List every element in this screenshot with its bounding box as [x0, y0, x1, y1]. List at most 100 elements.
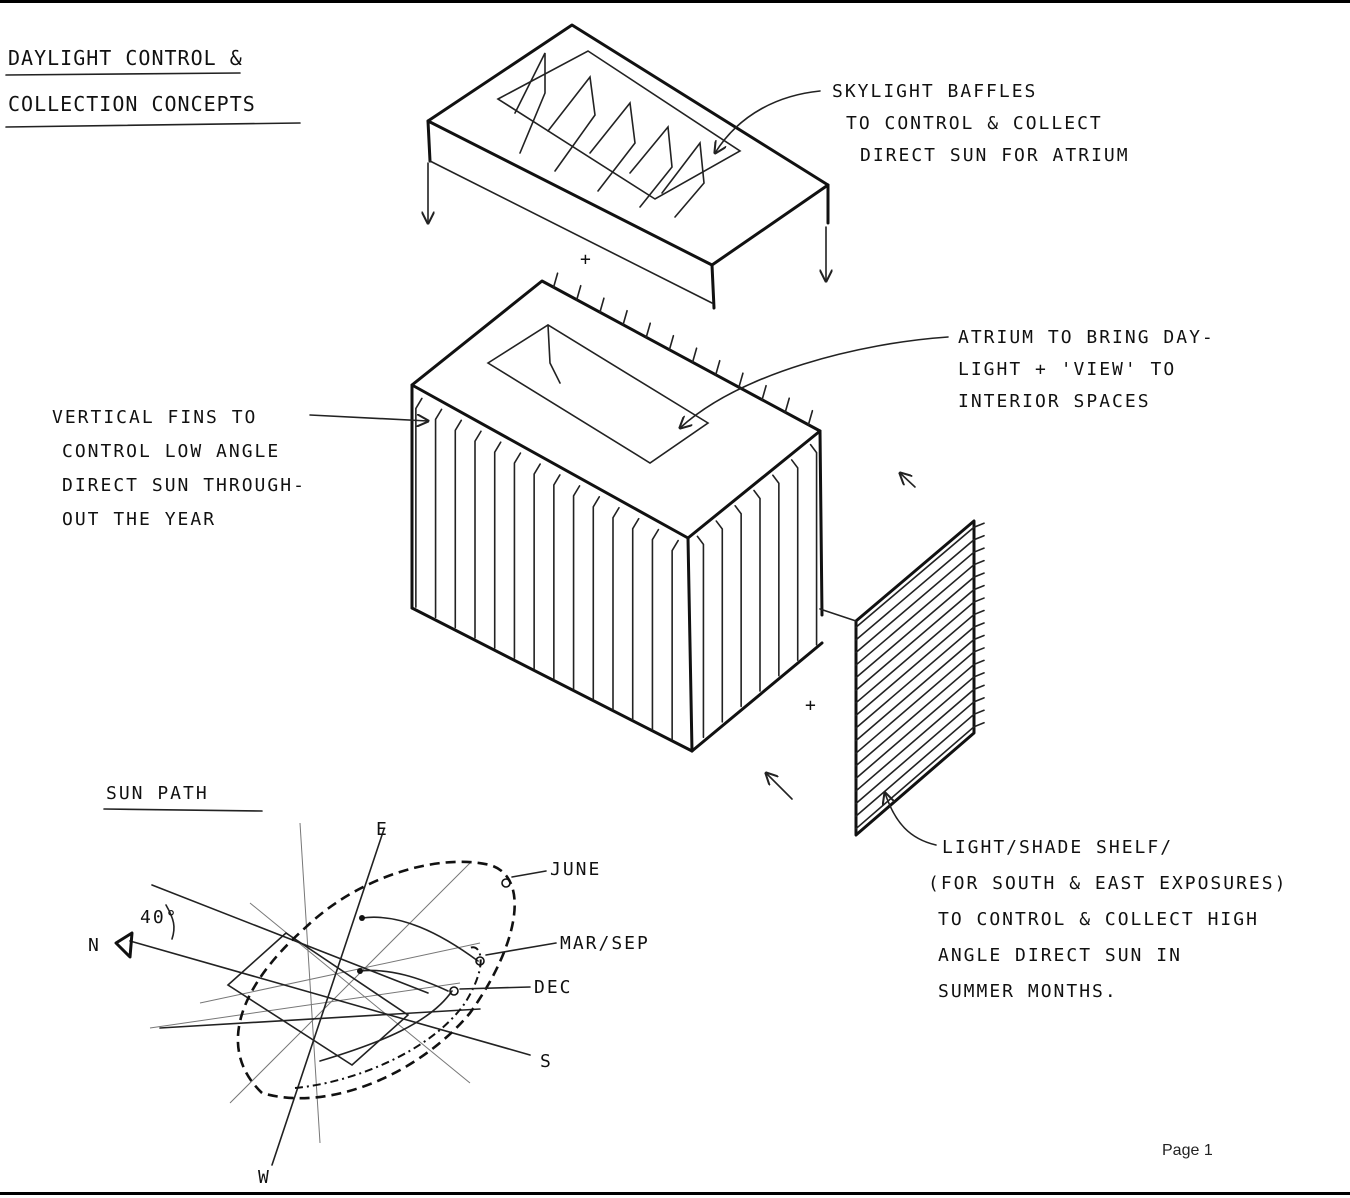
- title-block: DAYLIGHT CONTROL & COLLECTION CONCEPTS: [5, 46, 301, 128]
- shelf-label: LIGHT/SHADE SHELF/ (FOR SOUTH & EAST EXP…: [885, 793, 1287, 1002]
- dec-marker: [449, 986, 459, 996]
- solar-noon-point: [359, 915, 365, 921]
- fin: [454, 419, 463, 629]
- direction-east: E: [376, 819, 389, 840]
- atrium-label-line-1: ATRIUM TO BRING DAY-: [958, 327, 1215, 348]
- side-fin: [715, 520, 724, 723]
- skylight-label-line-3: DIRECT SUN FOR ATRIUM: [860, 145, 1130, 166]
- fin: [651, 528, 660, 731]
- side-fin: [809, 443, 818, 646]
- skylight-baffle-roof: [428, 23, 828, 310]
- solar-noon-point-low: [357, 968, 363, 974]
- north-arrow-icon: [114, 931, 134, 959]
- fin: [533, 463, 541, 670]
- fins-label-line-1: VERTICAL FINS TO: [52, 407, 257, 428]
- side-fin: [734, 504, 742, 708]
- fin-tip: [622, 309, 628, 326]
- atrium-label-line-2: LIGHT + 'VIEW' TO: [958, 359, 1176, 380]
- shelf-louver: [855, 697, 985, 805]
- direction-west: W: [258, 1167, 271, 1188]
- fin: [572, 485, 581, 690]
- fin-tip: [552, 272, 559, 289]
- fin: [415, 397, 423, 608]
- skylight-label-line-2: TO CONTROL & COLLECT: [846, 113, 1103, 134]
- fin: [474, 430, 482, 639]
- fin-tip: [738, 372, 744, 389]
- shelf-louver: [855, 672, 985, 780]
- fin-tip: [807, 409, 814, 426]
- shelf-louver: [855, 534, 985, 641]
- angle-arc: [165, 904, 175, 940]
- fin-tip: [575, 284, 582, 301]
- side-fin: [790, 459, 799, 661]
- fin-tip: [761, 384, 767, 401]
- skylight-label: SKYLIGHT BAFFLES TO CONTROL & COLLECT DI…: [715, 81, 1130, 166]
- shelf-label-line-3: TO CONTROL & COLLECT HIGH: [938, 909, 1259, 930]
- fin-tip: [691, 347, 698, 364]
- dec-sun-path: [319, 990, 453, 1062]
- shelf-label-line-5: SUMMER MONTHS.: [938, 981, 1118, 1002]
- june-marker: [501, 878, 511, 888]
- angle-label: 40°: [140, 907, 179, 928]
- shelf-louver: [855, 622, 985, 729]
- fin: [513, 452, 522, 659]
- shelf-louver: [855, 609, 985, 717]
- fin: [631, 517, 640, 721]
- shelf-louver: [855, 559, 985, 666]
- sun-path-heading-underline: [103, 808, 263, 812]
- page-number: Page 1: [1162, 1142, 1213, 1159]
- month-label-mar-sep: MAR/SEP: [560, 933, 650, 954]
- title-line-1: DAYLIGHT CONTROL &: [8, 46, 243, 70]
- mar-sep-marker: [475, 956, 485, 966]
- sun-path-heading: SUN PATH: [106, 783, 209, 804]
- shelf-louver: [855, 721, 985, 830]
- side-fin: [772, 474, 780, 677]
- side-fin: [753, 489, 761, 692]
- atrium-label-line-3: INTERIOR SPACES: [958, 391, 1151, 412]
- fin: [434, 408, 443, 619]
- shelf-louver: [855, 547, 985, 654]
- plus-mark-side: +: [805, 695, 818, 716]
- sun-path-diagram: SUN PATH N E S W: [88, 783, 650, 1188]
- shelf-label-line-2: (FOR SOUTH & EAST EXPOSURES): [928, 873, 1287, 894]
- light-shade-shelf: [766, 473, 976, 837]
- vertical-fins: [415, 272, 818, 741]
- shelf-label-line-1: LIGHT/SHADE SHELF/: [942, 837, 1173, 858]
- direction-south: S: [540, 1051, 553, 1072]
- fin-tip: [645, 322, 652, 339]
- east-west-axis: [271, 828, 385, 1166]
- plus-mark-top: +: [580, 249, 593, 270]
- north-south-axis: [129, 940, 531, 1056]
- fin: [592, 496, 601, 700]
- fin-tip: [668, 334, 675, 351]
- fin-tip: [784, 397, 791, 414]
- fin: [493, 441, 502, 649]
- shelf-louvers: [855, 522, 985, 830]
- shelf-louver: [855, 572, 985, 679]
- sketch-drawing: DAYLIGHT CONTROL & COLLECTION CONCEPTS +: [5, 23, 1287, 1188]
- ground-plane: [226, 931, 410, 1067]
- shelf-label-line-4: ANGLE DIRECT SUN IN: [938, 945, 1182, 966]
- fin: [553, 474, 561, 680]
- fins-label-line-4: OUT THE YEAR: [62, 509, 216, 530]
- month-label-dec: DEC: [534, 977, 573, 998]
- shelf-louver: [855, 522, 985, 629]
- shelf-louver: [855, 597, 985, 704]
- mar-sep-sun-path: [294, 946, 482, 1089]
- june-sun-path: [236, 860, 516, 1100]
- direction-north: N: [88, 935, 101, 956]
- title-underline-2: [5, 122, 301, 128]
- shelf-louver: [855, 634, 985, 742]
- atrium-label: ATRIUM TO BRING DAY- LIGHT + 'VIEW' TO I…: [680, 327, 1215, 428]
- fin-tip: [714, 359, 721, 376]
- shelf-louver: [855, 647, 985, 754]
- building-block-with-fins: [410, 279, 824, 753]
- shelf-louver: [855, 584, 985, 692]
- title-underline-1: [5, 72, 241, 76]
- fins-label-line-3: DIRECT SUN THROUGH-: [62, 475, 306, 496]
- fin: [671, 539, 679, 741]
- shelf-louver: [855, 684, 985, 792]
- fin: [612, 506, 620, 711]
- shelf-louver: [855, 709, 985, 817]
